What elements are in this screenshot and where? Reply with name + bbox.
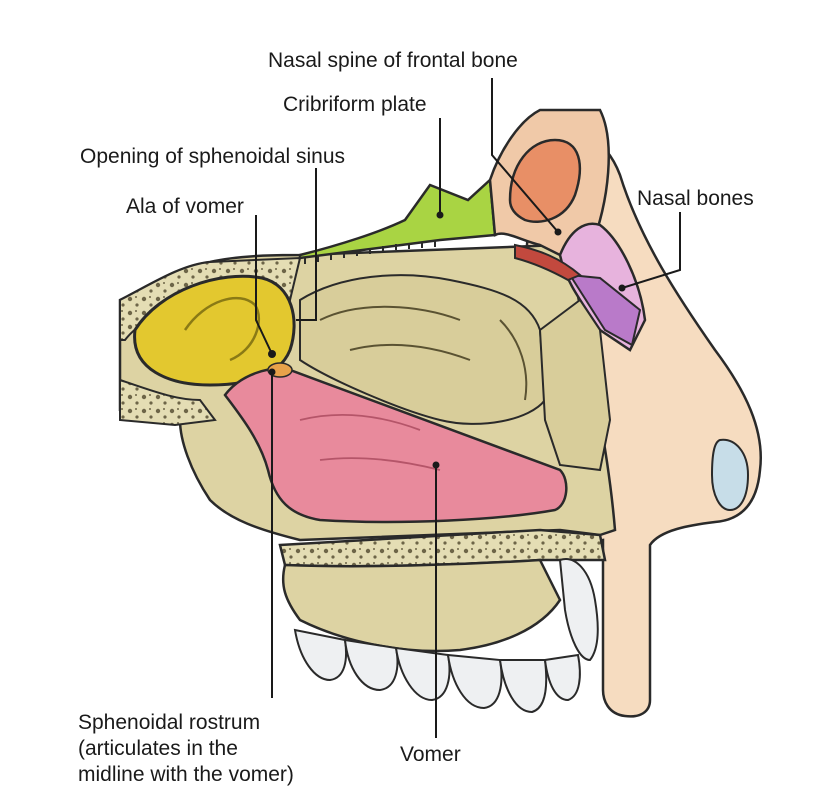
leader-nasal-bones (621, 212, 681, 289)
leader-dot-vomer (432, 461, 440, 469)
label-cribriform-plate: Cribriform plate (283, 93, 427, 116)
label-ala-of-vomer: Ala of vomer (126, 195, 244, 218)
frontal-sinus (508, 138, 582, 223)
nasal-cartilage (710, 438, 750, 512)
vomer-detail (299, 413, 441, 471)
leader-nasal-spine (491, 78, 559, 233)
sinus-inner-fold (183, 296, 261, 362)
label-sphenoidal-rostrum: Sphenoidal rostrum (articulates in the m… (78, 710, 294, 788)
label-nasal-bones: Nasal bones (637, 187, 754, 210)
leader-dot-nasal-bones (618, 284, 626, 292)
leader-opening-sinus (296, 168, 317, 321)
leader-dot-cribriform (436, 211, 444, 219)
nasal-bone-dark (568, 273, 642, 347)
cribriform-plate (298, 177, 497, 260)
ethmoid-detail (319, 305, 528, 401)
label-rostrum-line2: (articulates in the (78, 737, 238, 760)
label-rostrum-line3: midline with the vomer) (78, 763, 294, 786)
leader-ala-vomer (255, 215, 273, 355)
perpendicular-plate (538, 298, 612, 472)
label-vomer: Vomer (400, 743, 461, 766)
spongy-bone-left-lower (119, 378, 217, 427)
nasal-spine-frontal (514, 243, 582, 282)
label-nasal-spine: Nasal spine of frontal bone (268, 49, 518, 72)
leader-dot-nasal-spine (554, 228, 562, 236)
teeth-row (293, 628, 581, 714)
label-opening-sphenoidal-sinus: Opening of sphenoidal sinus (80, 145, 346, 168)
cribriform-teeth (304, 241, 436, 264)
label-rostrum-line1: Sphenoidal rostrum (78, 711, 261, 734)
leader-dot-rostrum (268, 368, 276, 376)
incisor-tooth (558, 558, 599, 662)
maxilla-lower (281, 558, 562, 653)
leader-lines (255, 78, 681, 738)
